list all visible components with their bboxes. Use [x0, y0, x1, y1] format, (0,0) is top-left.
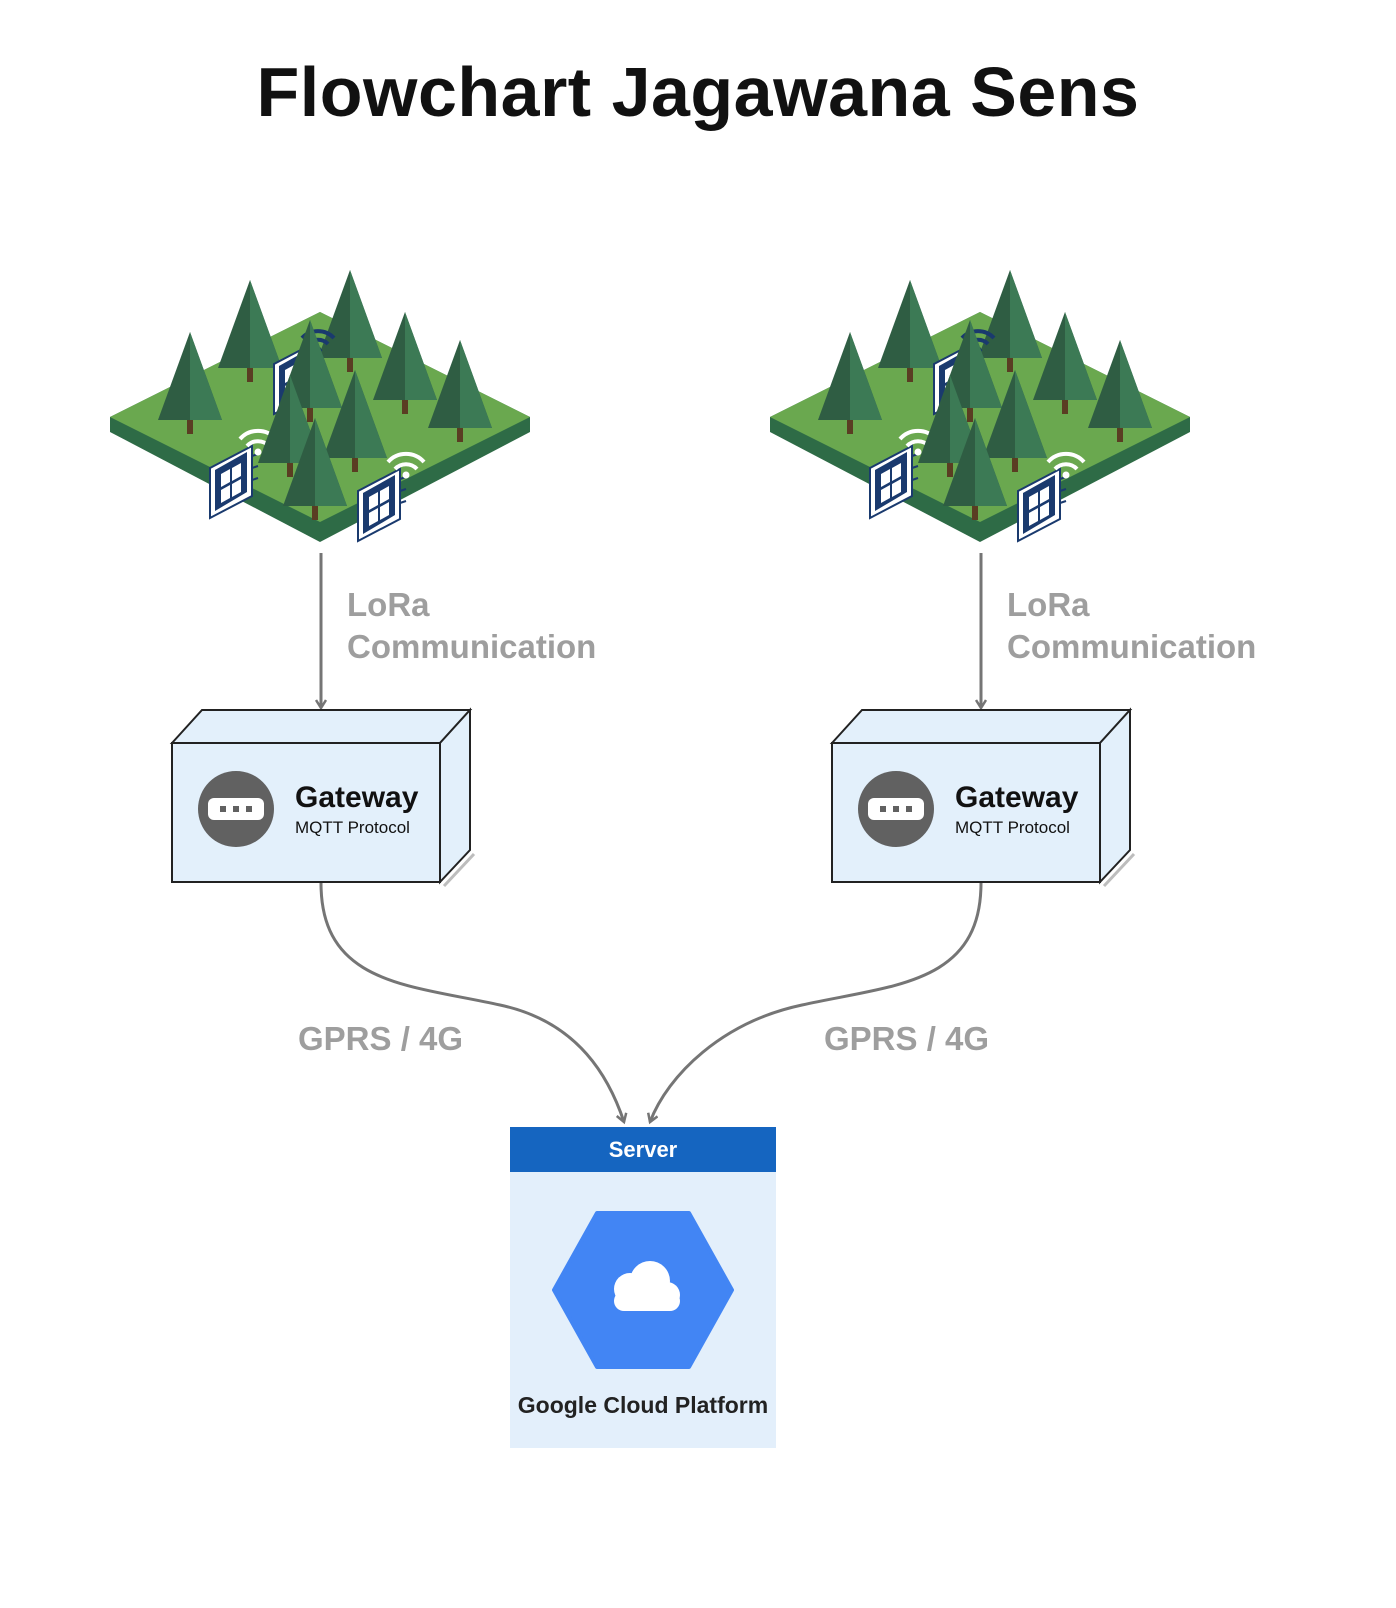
gprs-arrow-left — [319, 882, 624, 1122]
gprs-arrow-right — [650, 882, 983, 1122]
lora-label-line2: Communication — [347, 628, 597, 665]
lora-label-line1: LoRa — [1007, 586, 1090, 623]
server-name: Google Cloud Platform — [517, 1392, 769, 1418]
gprs-label-left: GPRS / 4G — [298, 1020, 464, 1057]
router-icon — [198, 771, 274, 847]
lora-label-line2: Communication — [1007, 628, 1257, 665]
gateway-title-right: Gateway — [955, 781, 1079, 814]
lora-label-left: LoRa Communication — [347, 584, 596, 668]
gateway-subtitle-left: MQTT Protocol — [295, 818, 410, 837]
router-icon — [858, 771, 934, 847]
gprs-label-right: GPRS / 4G — [824, 1020, 990, 1057]
gcp-cloud-icon — [552, 1211, 734, 1369]
forest-cluster-left — [110, 270, 530, 542]
gateway-subtitle-right: MQTT Protocol — [955, 818, 1070, 837]
lora-label-line1: LoRa — [347, 586, 430, 623]
server-header: Server — [510, 1127, 776, 1172]
cloud-icon — [614, 1261, 680, 1311]
gateway-title-left: Gateway — [295, 781, 419, 814]
page-title: Flowchart Jagawana Sens — [256, 53, 1140, 131]
forest-cluster-right — [770, 270, 1190, 542]
lora-label-right: LoRa Communication — [1007, 584, 1256, 668]
